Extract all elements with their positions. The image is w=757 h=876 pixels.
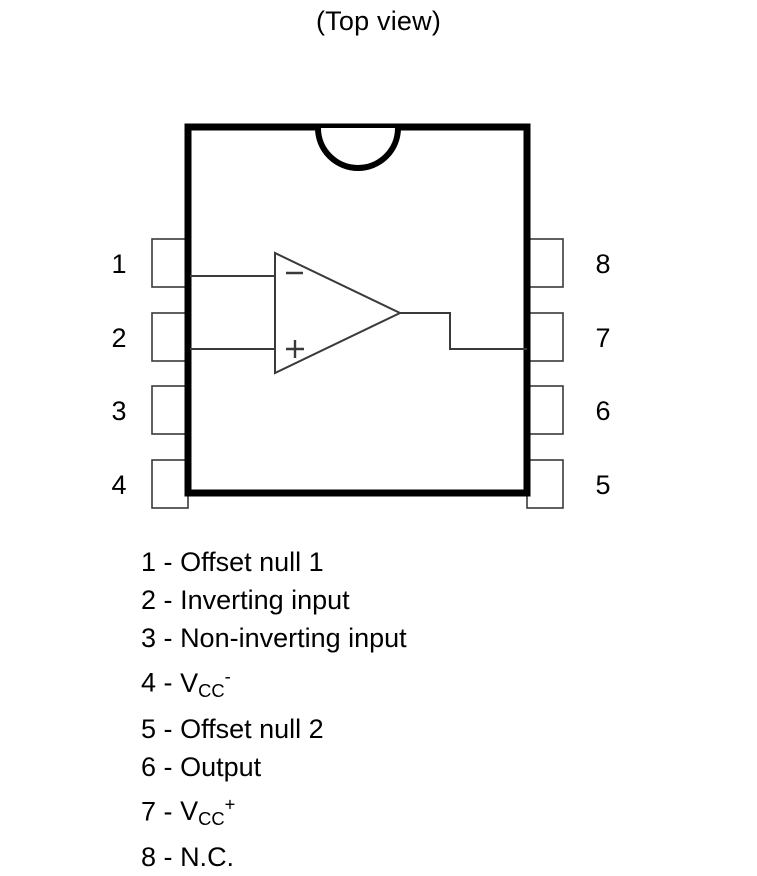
legend-pin-number: 6 <box>141 751 157 782</box>
pin-tab-6 <box>526 385 564 435</box>
pin-number-1: 1 <box>111 249 126 279</box>
legend-pin-number: 3 <box>141 623 157 653</box>
pin-tab-2 <box>151 312 189 362</box>
legend-dash: - <box>163 713 173 744</box>
legend-pin-description: Offset null 1 <box>180 547 324 577</box>
pin-number-8: 8 <box>595 249 610 279</box>
legend-pin-description: Non-inverting input <box>180 623 407 653</box>
pin-tab-7 <box>526 312 564 362</box>
legend-pin-description: N.C. <box>180 842 235 873</box>
legend-pin-description: Output <box>180 751 262 782</box>
legend-pin-number: 2 <box>141 585 157 615</box>
legend-row: 8 - N.C. <box>141 838 641 876</box>
legend-row: 1 - Offset null 1 <box>141 543 641 581</box>
legend-pin-number: 4 <box>141 667 157 698</box>
package-notch-icon <box>315 127 401 171</box>
pin-number-3: 3 <box>111 396 126 426</box>
legend-pin-number: 7 <box>141 796 157 827</box>
ic-package-diagram: 1 2 3 4 8 7 6 5 <box>111 123 611 509</box>
legend-dash: - <box>163 842 173 873</box>
legend-row: 3 - Non-inverting input <box>141 619 641 657</box>
legend-row: 6 - Output <box>141 748 641 786</box>
pin-number-5: 5 <box>595 470 610 500</box>
legend-dash: - <box>163 751 173 782</box>
pin-number-6: 6 <box>595 396 610 426</box>
legend-dash: - <box>163 547 173 577</box>
pin-number-2: 2 <box>111 323 126 353</box>
legend-pin-number: 8 <box>141 842 157 873</box>
legend-pin-description: Inverting input <box>180 585 350 615</box>
legend-dash: - <box>163 623 173 653</box>
pin-number-4: 4 <box>111 470 126 500</box>
pin-tab-1 <box>151 238 189 288</box>
legend-row: 5 - Offset null 2 <box>141 710 641 748</box>
trace-output <box>400 312 527 350</box>
legend-dash: - <box>163 667 173 698</box>
legend-pin-description: VCC+ <box>180 793 236 830</box>
legend-row: 2 - Inverting input <box>141 581 641 619</box>
legend-row: 4 - VCC- <box>141 657 641 710</box>
noninverting-plus-icon <box>286 340 304 358</box>
pin-tab-4 <box>151 459 189 509</box>
legend-pin-description: VCC- <box>180 665 231 701</box>
pin-number-7: 7 <box>595 323 610 353</box>
page-title: (Top view) <box>315 6 442 36</box>
pin-tab-3 <box>151 385 189 435</box>
pin-tab-8 <box>526 238 564 288</box>
legend-dash: - <box>163 796 173 827</box>
pin-tab-5 <box>526 459 564 509</box>
legend-dash: - <box>163 585 173 615</box>
legend-pin-description: Offset null 2 <box>180 713 324 744</box>
opamp-triangle-icon <box>274 251 403 375</box>
legend-pin-number: 5 <box>141 713 157 744</box>
legend-row: 7 - VCC+ <box>141 786 641 839</box>
legend-pin-number: 1 <box>141 547 157 577</box>
